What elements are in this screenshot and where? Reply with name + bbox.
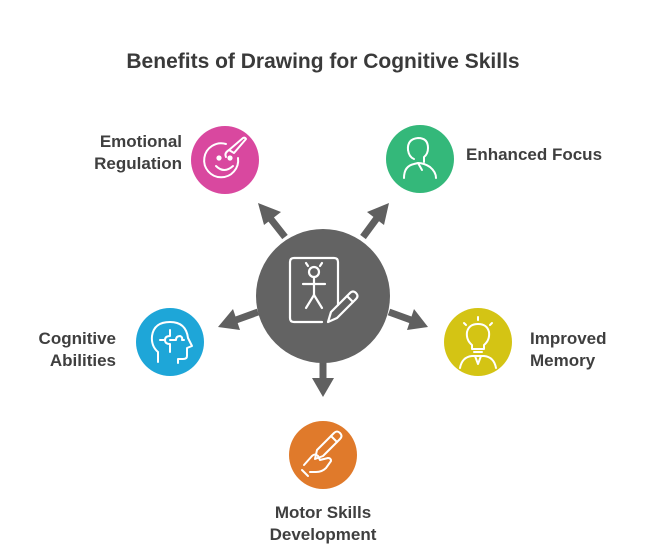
label-line: Development xyxy=(269,525,377,544)
smiley-paintbrush-icon xyxy=(203,136,247,179)
node-emotional-regulation xyxy=(191,126,259,194)
node-enhanced-focus xyxy=(386,125,454,193)
hand-pencil-icon xyxy=(301,430,343,477)
label-emotional-regulation: Emotional Regulation xyxy=(94,131,182,175)
arrow-left xyxy=(218,308,260,330)
node-motor-skills xyxy=(289,421,357,489)
head-puzzle-icon xyxy=(150,321,193,364)
arrow-right xyxy=(387,308,428,330)
label-improved-memory: Improved Memory xyxy=(530,328,607,372)
lightbulb-person-icon xyxy=(459,316,497,369)
page-title: Benefits of Drawing for Cognitive Skills xyxy=(126,50,520,73)
drawing-board-figure-icon xyxy=(288,256,359,324)
label-line: Improved xyxy=(530,329,607,348)
label-line: Cognitive xyxy=(38,329,116,348)
label-line: Emotional xyxy=(99,132,182,151)
label-line: Abilities xyxy=(49,351,116,370)
label-line: Motor Skills xyxy=(274,503,372,522)
arrows xyxy=(218,203,428,397)
node-cognitive-abilities xyxy=(136,308,204,376)
arrow-down xyxy=(312,360,334,397)
arrow-upper-left xyxy=(258,203,288,240)
label-line: Enhanced Focus xyxy=(466,145,603,164)
node-improved-memory xyxy=(444,308,512,376)
label-line: Regulation xyxy=(94,154,182,173)
head-shoulders-icon xyxy=(403,137,437,179)
label-cognitive-abilities: Cognitive Abilities xyxy=(39,328,116,372)
label-line: Memory xyxy=(530,351,596,370)
label-motor-skills: Motor Skills Development xyxy=(223,502,423,546)
arrow-upper-right xyxy=(360,203,389,240)
center-node xyxy=(256,229,390,363)
label-enhanced-focus: Enhanced Focus xyxy=(466,144,602,166)
